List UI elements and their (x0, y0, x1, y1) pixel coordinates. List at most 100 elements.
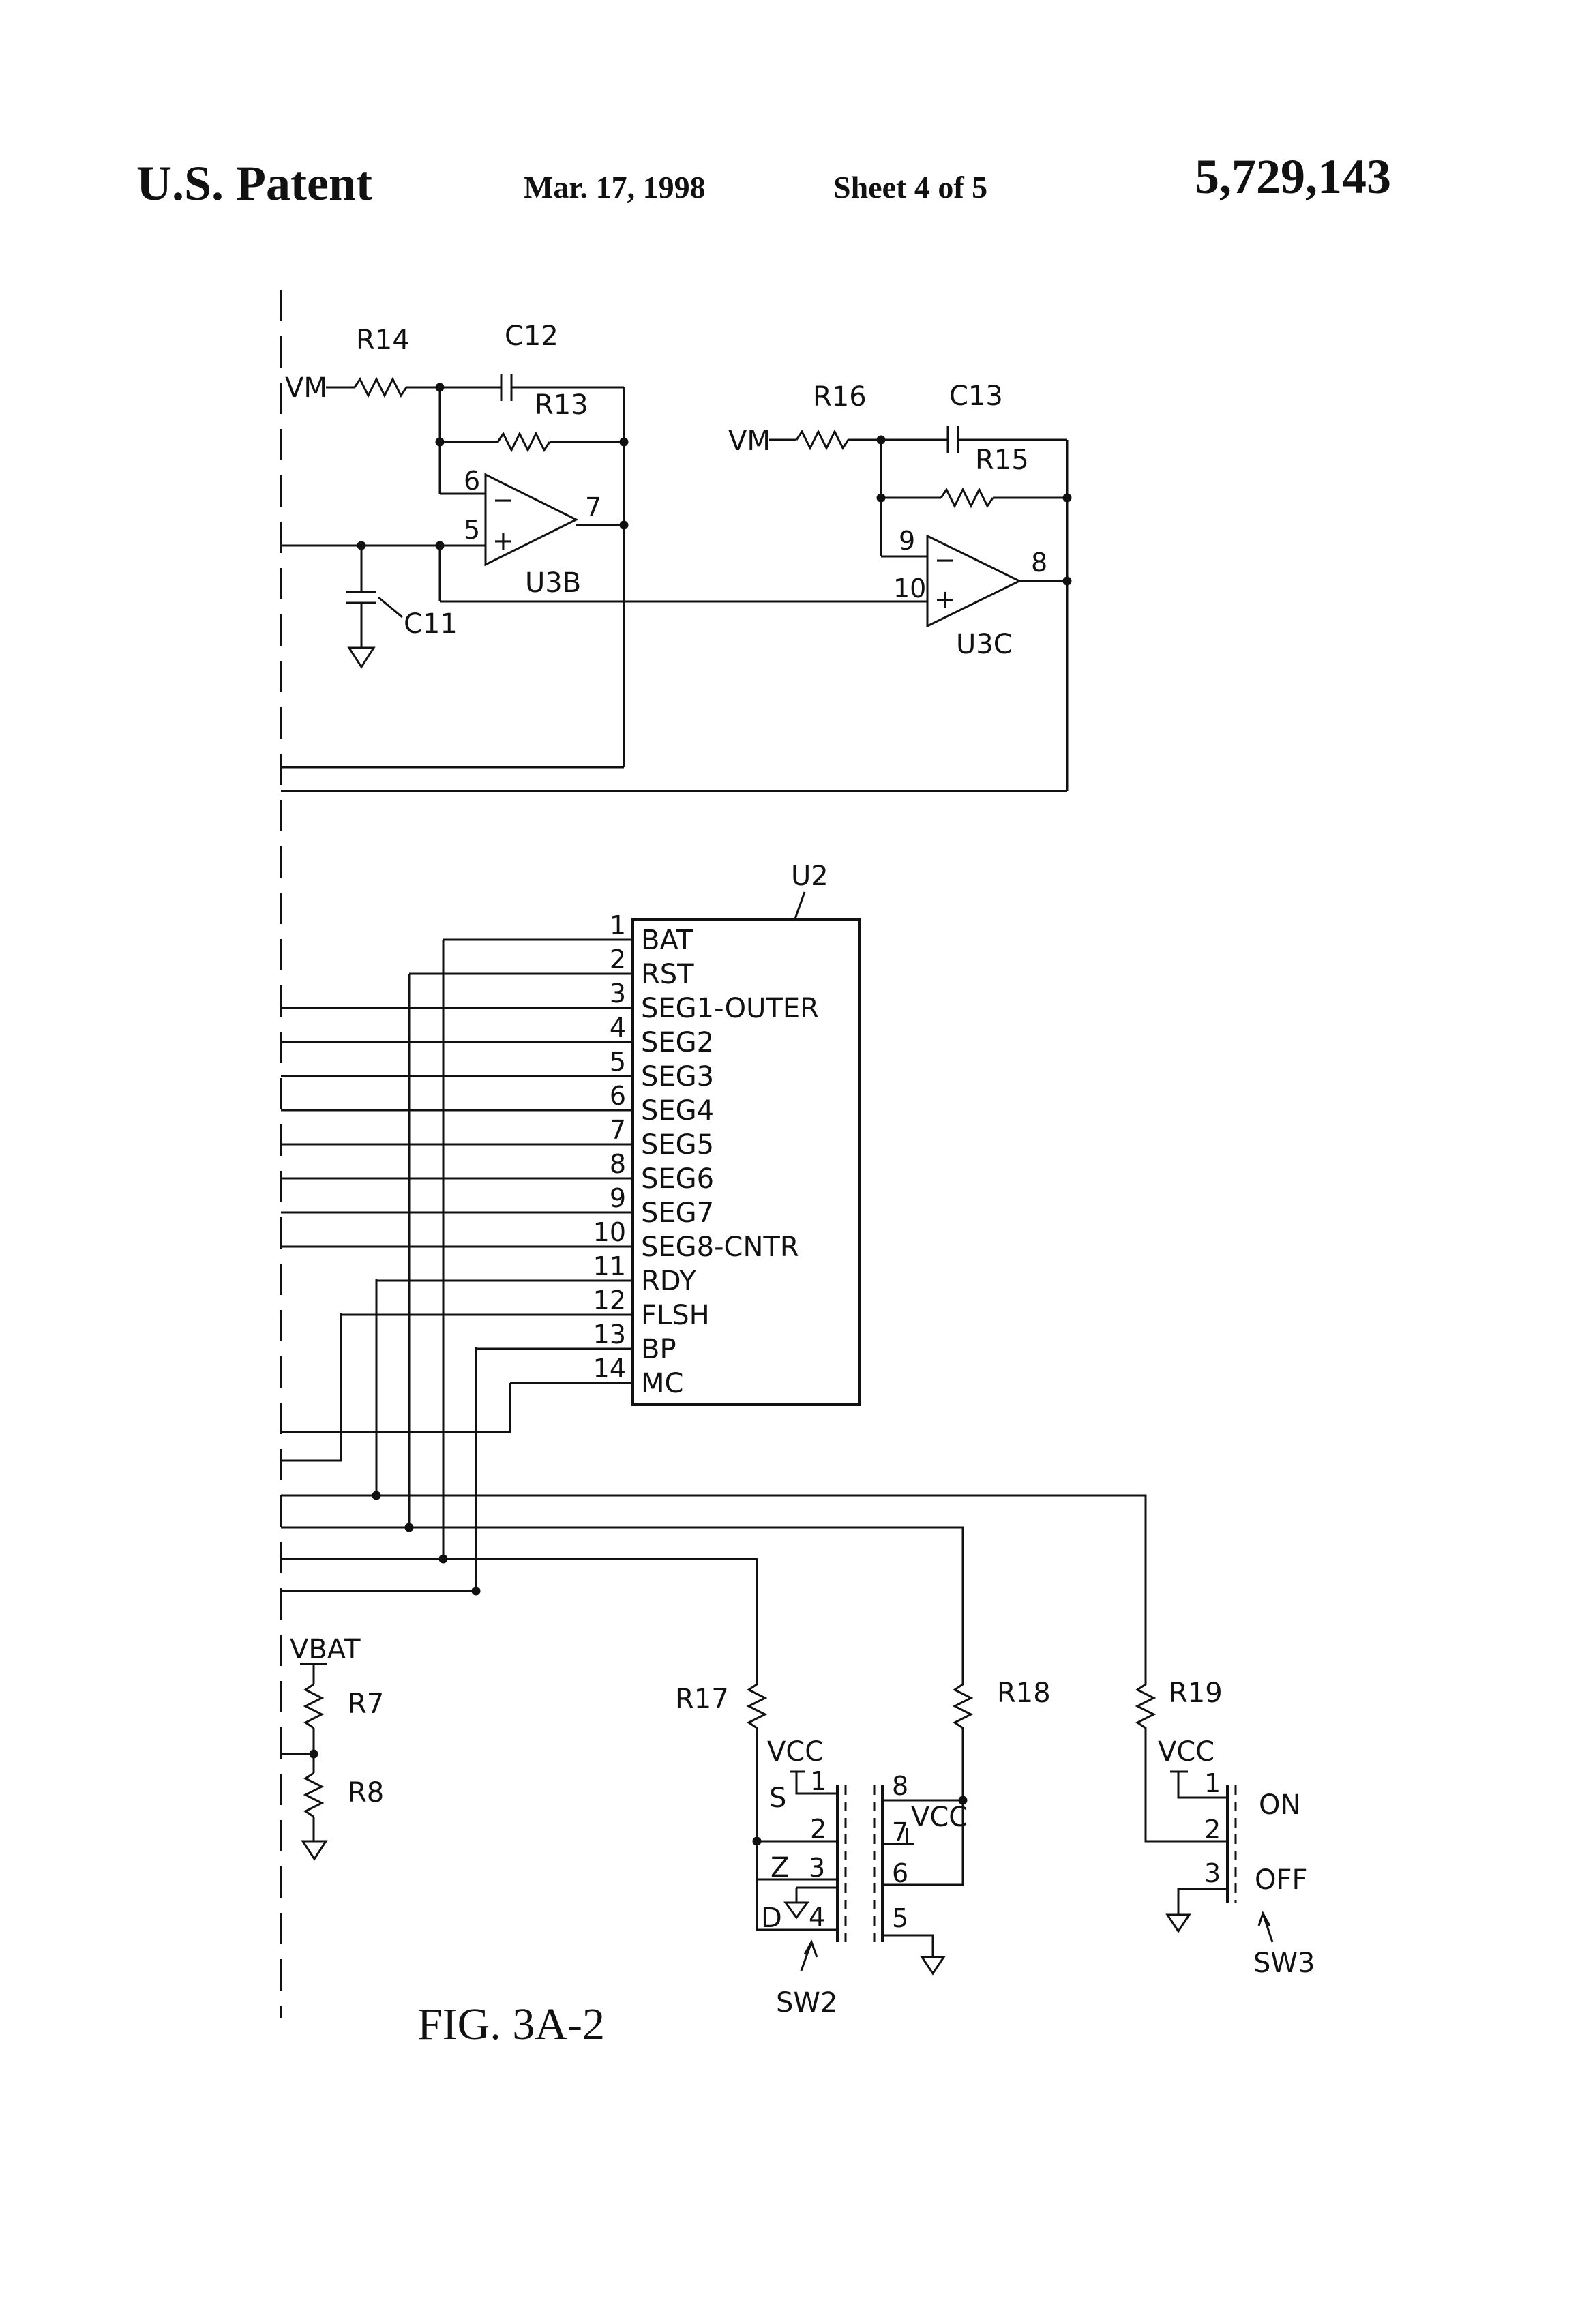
label-r7: R7 (348, 1688, 384, 1720)
u2-bus-wiring (281, 940, 1147, 1664)
label-c12: C12 (505, 321, 558, 352)
label-c11: C11 (404, 608, 458, 640)
sw2-pin-4: 4 (809, 1902, 825, 1932)
resistor-r15 (940, 487, 994, 509)
amp-u3c: VM R16 C13 R15 9 10 8 − + U3C (281, 381, 1072, 792)
sw3-pin-2: 2 (1204, 1815, 1221, 1845)
resistor-r8 (303, 1772, 325, 1818)
sw2-pin-2: 2 (810, 1814, 826, 1844)
u2-pin-name: RST (641, 959, 694, 990)
switch-sw2: R17 VCC S 1 2 Z 3 D 4 SW2 (675, 1664, 847, 2018)
vm-label-u3c: VM (728, 426, 771, 457)
plus-sign: + (934, 584, 956, 614)
divider-r7-r8: VBAT R7 R8 (281, 1634, 384, 1861)
label-r13: R13 (535, 389, 588, 421)
u2-pin-name: SEG2 (641, 1027, 714, 1058)
sheet-number: Sheet 4 of 5 (833, 170, 988, 205)
u2-pin-number: 1 (610, 910, 626, 940)
label-on: ON (1259, 1789, 1300, 1821)
ground-icon (1165, 1913, 1191, 1933)
u2-pin-number: 2 (610, 944, 626, 974)
u2-pin-number: 9 (610, 1183, 626, 1213)
label-c13: C13 (949, 381, 1003, 412)
sw2b-pin-5: 5 (892, 1903, 908, 1933)
resistor-r14 (353, 376, 408, 398)
u2-pin-number: 12 (593, 1285, 626, 1315)
label-r17: R17 (675, 1684, 729, 1715)
label-off: OFF (1255, 1864, 1308, 1896)
pin-9: 9 (899, 526, 915, 556)
u2-pin-name: SEG7 (641, 1197, 714, 1229)
minus-sign: − (492, 485, 514, 515)
u2-pin-number: 4 (610, 1013, 626, 1043)
switch-sw2-section-b: R18 8 7 VCC 6 5 (873, 1664, 1051, 1976)
resistor-r7 (303, 1683, 325, 1729)
pin-8: 8 (1031, 548, 1047, 578)
label-u2: U2 (791, 861, 829, 892)
u2-pin-number: 13 (593, 1320, 626, 1350)
u2-pin-name: BAT (641, 925, 693, 956)
u2-pin-name: SEG8-CNTR (641, 1232, 799, 1263)
u2-pin-name: BP (641, 1334, 676, 1365)
resistor-r16 (795, 429, 850, 451)
u2-pin-number: 3 (610, 979, 626, 1009)
label-r14: R14 (356, 325, 410, 356)
sw3-pin-1: 1 (1204, 1768, 1221, 1798)
label-r15: R15 (975, 445, 1029, 476)
sw2b-pin-8: 8 (892, 1771, 908, 1801)
resistor-r13 (496, 431, 551, 453)
label-vcc-sw2: VCC (767, 1736, 824, 1768)
u2-pin-number: 10 (593, 1217, 626, 1247)
ground-icon (347, 646, 376, 669)
u2-pin-name: FLSH (641, 1300, 710, 1331)
sw2b-pin-6: 6 (892, 1858, 908, 1888)
ground-icon (301, 1840, 328, 1861)
pin-7: 7 (585, 492, 601, 522)
u2-pin-name: MC (641, 1368, 683, 1399)
resistor-r18 (952, 1664, 974, 1800)
u2-pin-name: SEG1-OUTER (641, 993, 819, 1024)
u2-pin-number: 7 (610, 1115, 626, 1145)
plus-sign: + (492, 526, 514, 556)
u2-pin-name: SEG5 (641, 1129, 714, 1161)
opamp-u3b-body (484, 473, 579, 567)
u2-pin-number: 5 (610, 1047, 626, 1077)
sw2-pin-3: 3 (809, 1853, 825, 1883)
label-r18: R18 (997, 1678, 1051, 1709)
pin-10: 10 (893, 573, 926, 604)
amp-u3b: VM R14 C12 R13 6 5 7 − + U3B C11 (281, 321, 907, 769)
sw3-pin-3: 3 (1204, 1858, 1221, 1888)
label-r19: R19 (1169, 1678, 1223, 1709)
label-d: D (761, 1903, 782, 1934)
label-u3c: U3C (956, 629, 1013, 660)
label-vbat: VBAT (290, 1634, 361, 1665)
pin-5: 5 (464, 515, 480, 545)
u2-pin-name: SEG3 (641, 1061, 714, 1092)
minus-sign: − (934, 545, 956, 575)
opamp-u3c-body (926, 534, 1022, 628)
patent-number: 5,729,143 (1195, 149, 1391, 204)
pin-6: 6 (464, 466, 480, 496)
u2-pin-name: RDY (641, 1266, 696, 1297)
u2-pin-number: 8 (610, 1149, 626, 1179)
u2-pin-number: 6 (610, 1081, 626, 1111)
ground-icon (920, 1956, 946, 1976)
label-s: S (769, 1783, 786, 1814)
u2-pin-name: SEG4 (641, 1095, 714, 1127)
resistor-r19 (1135, 1664, 1227, 1843)
sw2b-pin-7: 7 (892, 1817, 908, 1847)
patent-title: U.S. Patent (136, 156, 372, 211)
label-u3b: U3B (525, 567, 581, 599)
label-sw3: SW3 (1253, 1948, 1315, 1979)
label-vcc-sw2b: VCC (911, 1802, 968, 1833)
resistor-r17 (746, 1664, 768, 1841)
ground-icon (783, 1901, 809, 1920)
label-z: Z (771, 1852, 789, 1883)
label-r16: R16 (813, 381, 867, 413)
u2-pin-name: SEG6 (641, 1163, 714, 1195)
label-vcc-sw3: VCC (1158, 1736, 1214, 1768)
u2-pin-number: 14 (593, 1354, 626, 1384)
label-sw2: SW2 (776, 1987, 837, 2018)
